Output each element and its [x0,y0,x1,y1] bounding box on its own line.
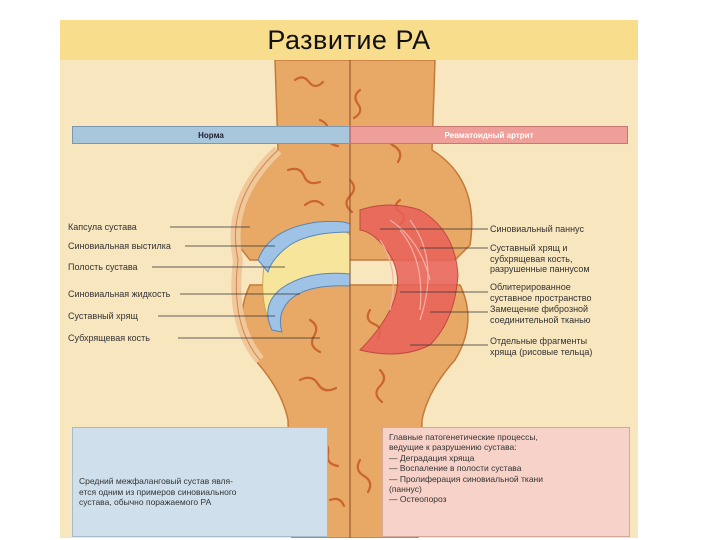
title-bar: Развитие РА [60,20,638,60]
label-fibrous-replacement: Замещение фиброзной соединительной ткань… [490,304,591,325]
label-cartilage: Суставный хрящ [68,311,138,321]
label-destroyed-cartilage: Суставный хрящ и субхрящевая кость, разр… [490,243,590,274]
label-synovial-lining: Синовиальная выстилка [68,241,171,251]
label-capsule: Капсула сустава [68,222,137,232]
label-synovial-fluid: Синовиальная жидкость [68,289,171,299]
label-obliterated-space: Облитерированное суставное пространство [490,282,592,303]
processes-text: Главные патогенетические процессы, ведущ… [389,432,544,505]
finger-caption: Средний межфаланговый сустав явля- ется … [79,476,237,507]
bone-texture [286,76,406,508]
label-joint-cavity: Полость сустава [68,262,138,272]
header-ra: Ревматоидный артрит [350,126,628,144]
joint-figure: Норма Ревматоидный артрит Капсула сустав… [60,60,638,538]
page-title: Развитие РА [267,24,431,55]
processes-box: Главные патогенетические процессы, ведущ… [382,427,630,537]
finger-inset: Средний межфаланговый сустав явля- ется … [72,427,328,537]
leader-lines [152,226,488,346]
label-pannus: Синовиальный паннус [490,224,584,234]
label-subchondral-bone: Субхрящевая кость [68,333,150,343]
header-norm: Норма [72,126,350,144]
label-rice-bodies: Отдельные фрагменты хряща (рисовые тельц… [490,336,593,357]
synovial-pannus [359,204,459,355]
